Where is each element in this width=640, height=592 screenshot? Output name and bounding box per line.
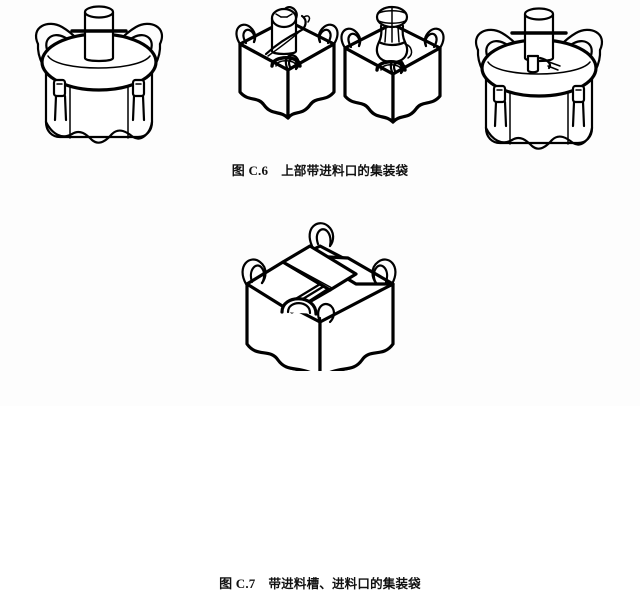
- illustration-square-bag-cinched-spout: [340, 5, 445, 124]
- illustration-round-bag-tied-spout: [475, 7, 603, 150]
- strap-buckle: [131, 78, 146, 98]
- figure-c6-caption-text: 上部带进料口的集装袋: [281, 163, 409, 178]
- figure-c7-caption-id: 图 C.7: [219, 576, 256, 591]
- figure-c6-caption: 图 C.6 上部带进料口的集装袋: [0, 160, 640, 179]
- illustration-round-bag-open-spout: [35, 5, 163, 144]
- figure-c7-caption-text: 带进料槽、进料口的集装袋: [268, 576, 421, 591]
- illustration-square-bag-corded-spout: [235, 5, 339, 120]
- strap-buckle: [492, 84, 507, 104]
- strap-buckle: [571, 84, 586, 104]
- figure-c6-caption-id: 图 C.6: [231, 163, 269, 178]
- figure-c7-caption: 图 C.7 带进料槽、进料口的集装袋: [0, 573, 640, 592]
- figure-c7-illustrations: [0, 196, 640, 371]
- figure-c6: 图 C.6 上部带进料口的集装袋: [0, 0, 640, 190]
- figure-c6-illustrations: [0, 0, 640, 152]
- illustration-square-bag-with-filling-chute: [241, 222, 397, 371]
- strap-buckle: [52, 78, 67, 98]
- figure-c7: 图 C.7 带进料槽、进料口的集装袋: [0, 196, 640, 591]
